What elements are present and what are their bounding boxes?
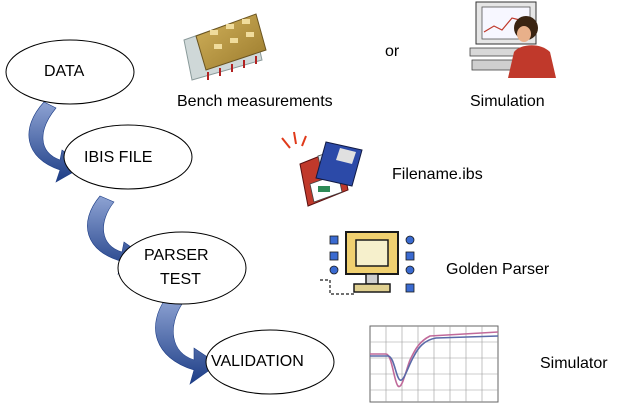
step-ibis-file-ellipse xyxy=(63,124,193,190)
step-data-label: DATA xyxy=(44,63,85,80)
step-validation-label: VALIDATION xyxy=(211,353,304,370)
step-parser-test-label-line2: TEST xyxy=(160,271,201,288)
waveform-plot-icon xyxy=(369,325,499,403)
step-parser-test-ellipse xyxy=(117,231,247,305)
step-ibis-file-label: IBIS FILE xyxy=(84,149,153,166)
computer-network-icon xyxy=(320,231,415,295)
step-parser-test-label-line1: PARSER xyxy=(144,247,209,264)
step-data-ellipse xyxy=(5,39,135,105)
circuit-board-icon xyxy=(183,13,267,81)
bench-measurements-label: Bench measurements xyxy=(177,93,333,110)
filename-ibs-label: Filename.ibs xyxy=(392,166,483,183)
simulation-label: Simulation xyxy=(470,93,545,110)
step-validation-ellipse xyxy=(205,329,335,395)
floppy-disk-icon xyxy=(281,131,363,207)
simulator-label: Simulator xyxy=(540,355,608,372)
flow-arrow-parser-to-validation xyxy=(155,297,219,385)
person-at-computer-icon xyxy=(469,1,556,78)
or-label: or xyxy=(385,43,400,60)
golden-parser-label: Golden Parser xyxy=(446,261,550,278)
